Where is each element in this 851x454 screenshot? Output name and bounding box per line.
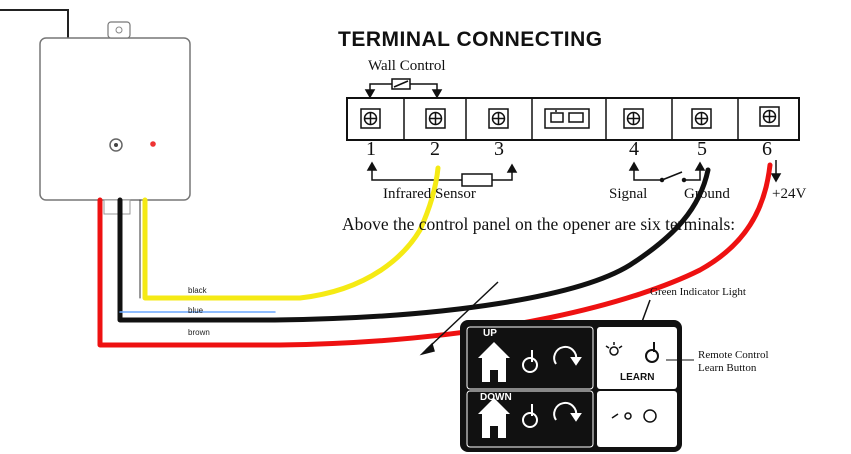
terminal-screw-icon-4 <box>623 108 644 129</box>
red-wire-label: brown <box>188 328 210 337</box>
power-arrow <box>770 160 782 183</box>
receiver-mount-tab <box>107 21 131 39</box>
power-label: +24V <box>772 186 807 202</box>
up-rotate-arrow-icon <box>553 345 582 366</box>
signal-label: Signal <box>609 186 648 202</box>
terminal-number-2: 2 <box>430 138 440 160</box>
mount-hole-icon <box>115 26 123 34</box>
yellow-wire <box>142 165 441 301</box>
cable-outlet <box>103 199 131 215</box>
terminal-screw-icon-1 <box>360 108 381 129</box>
antenna-wire <box>0 9 69 42</box>
terminal-number-3: 3 <box>494 138 504 160</box>
lower-light-icon <box>611 409 657 423</box>
terminals-caption: Above the control panel on the opener ar… <box>342 214 736 234</box>
remote-learn-label-line1: Remote Control <box>698 349 769 361</box>
terminal-screw-icon-2 <box>425 108 446 129</box>
ground-label: Ground <box>684 186 730 202</box>
terminal-number-6: 6 <box>762 138 772 160</box>
infrared-sensor-label: Infrared Sensor <box>383 186 476 202</box>
down-hand-icon <box>522 404 538 428</box>
receiver-box <box>39 37 191 201</box>
learn-button-dot <box>114 143 118 147</box>
opener-control-panel <box>460 320 682 452</box>
terminal-number-4: 4 <box>629 138 639 160</box>
up-label: UP <box>483 328 497 339</box>
up-hand-icon <box>522 350 538 373</box>
up-house-icon <box>478 342 510 382</box>
terminal-screw-icon-3 <box>488 108 509 129</box>
black-wire <box>117 167 711 323</box>
green-light-icon <box>605 342 623 356</box>
indicator-led-icon <box>150 141 156 147</box>
learn-label: LEARN <box>620 372 655 383</box>
wall-control-switch <box>364 78 443 99</box>
terminal-screw-icon-6 <box>759 106 780 127</box>
wall-control-label: Wall Control <box>368 58 446 74</box>
yellow-wire-label: black <box>188 286 207 295</box>
down-label: DOWN <box>480 392 512 403</box>
remote-learn-label-line2: Learn Button <box>698 362 757 374</box>
red-wire <box>97 162 773 348</box>
terminal-number-1: 1 <box>366 138 376 160</box>
infrared-sensor-symbol <box>366 161 518 187</box>
down-house-icon <box>478 398 510 438</box>
down-rotate-arrow-icon <box>553 401 582 422</box>
green-indicator-label: Green Indicator Light <box>650 286 746 298</box>
connector-jack-icon <box>544 108 590 129</box>
terminal-number-5: 5 <box>697 138 707 160</box>
terminal-screw-icon-5 <box>691 108 712 129</box>
black-wire-label: blue <box>188 306 204 315</box>
learn-hand-icon <box>645 342 659 363</box>
terminal-strip <box>346 97 800 141</box>
diagram-title: TERMINAL CONNECTING <box>338 28 603 51</box>
signal-ground-switch <box>628 161 706 183</box>
